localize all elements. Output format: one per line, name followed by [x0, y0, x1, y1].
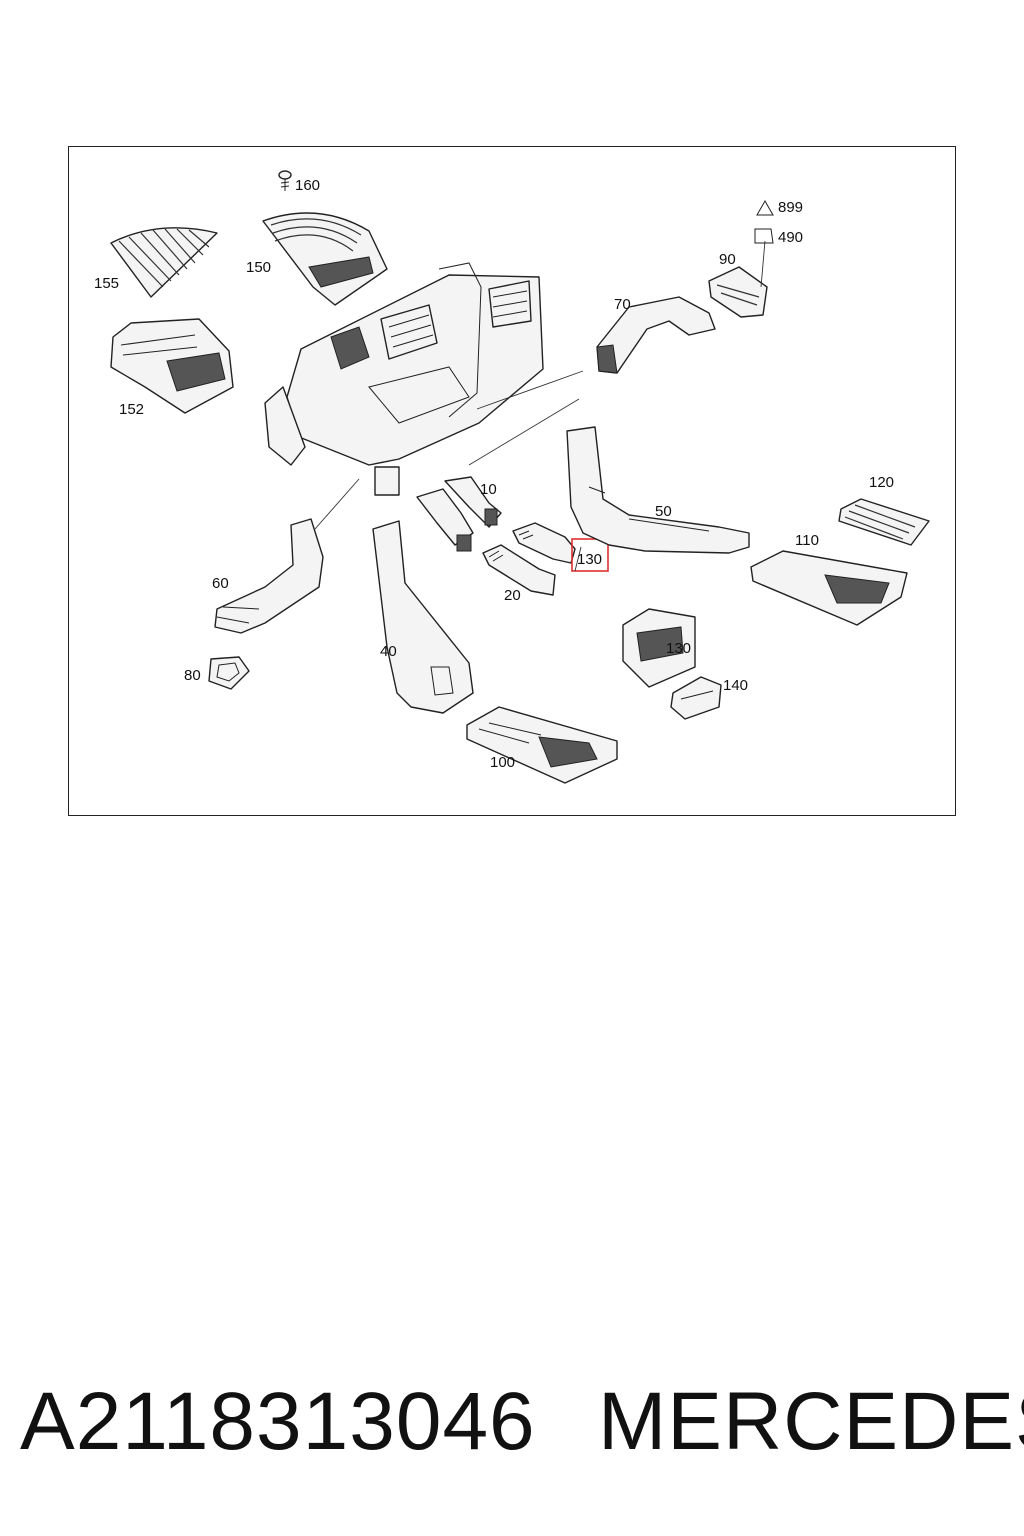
part-70-duct [596, 296, 716, 374]
leader-line-50 [468, 398, 580, 466]
part-160-screw [278, 170, 292, 191]
part-80-frame [208, 656, 250, 690]
label-50: 50 [655, 503, 672, 520]
label-150: 150 [246, 259, 271, 276]
part-number: A2118313046 [20, 1376, 536, 1467]
label-130: 130 [666, 640, 691, 657]
label-20: 20 [504, 587, 521, 604]
label-155: 155 [94, 275, 119, 292]
label-130-highlighted: 130 [577, 551, 602, 568]
label-70: 70 [614, 296, 631, 313]
label-40: 40 [380, 643, 397, 660]
exploded-parts-diagram: 160 155 150 152 899 490 90 70 10 50 120 … [68, 146, 956, 816]
part-100-console [466, 706, 618, 784]
label-140: 140 [723, 677, 748, 694]
label-899: 899 [778, 199, 803, 216]
hvac-main-unit [264, 262, 544, 496]
part-40-duct [372, 520, 474, 714]
label-160: 160 [295, 177, 320, 194]
label-60: 60 [212, 575, 229, 592]
label-90: 90 [719, 251, 736, 268]
part-140-module [670, 676, 722, 720]
part-20-duct [482, 522, 576, 596]
part-490-symbol [754, 228, 774, 244]
caption: A2118313046 MERCEDES [0, 1372, 1024, 1472]
part-155-grille [110, 227, 218, 298]
part-10-duct [416, 476, 502, 552]
label-120: 120 [869, 474, 894, 491]
label-80: 80 [184, 667, 201, 684]
leader-line-70 [476, 370, 584, 410]
brand-name: MERCEDES [598, 1376, 1024, 1467]
label-10: 10 [480, 481, 497, 498]
part-130-highlight [571, 538, 609, 572]
label-100: 100 [490, 754, 515, 771]
label-152: 152 [119, 401, 144, 418]
part-50-duct [566, 426, 750, 554]
part-90-vent [708, 240, 768, 318]
leader-line-60 [314, 478, 360, 530]
part-120-grille [838, 498, 930, 546]
part-150-vent-panel [262, 212, 388, 306]
part-130-vent [622, 608, 696, 688]
part-899-symbol [756, 199, 774, 216]
part-110-console [750, 550, 908, 626]
label-490: 490 [778, 229, 803, 246]
part-152-vent-housing [110, 318, 234, 414]
diagram-canvas: 160 155 150 152 899 490 90 70 10 50 120 … [94, 170, 930, 784]
label-110: 110 [795, 532, 819, 549]
part-60-duct [214, 518, 324, 634]
